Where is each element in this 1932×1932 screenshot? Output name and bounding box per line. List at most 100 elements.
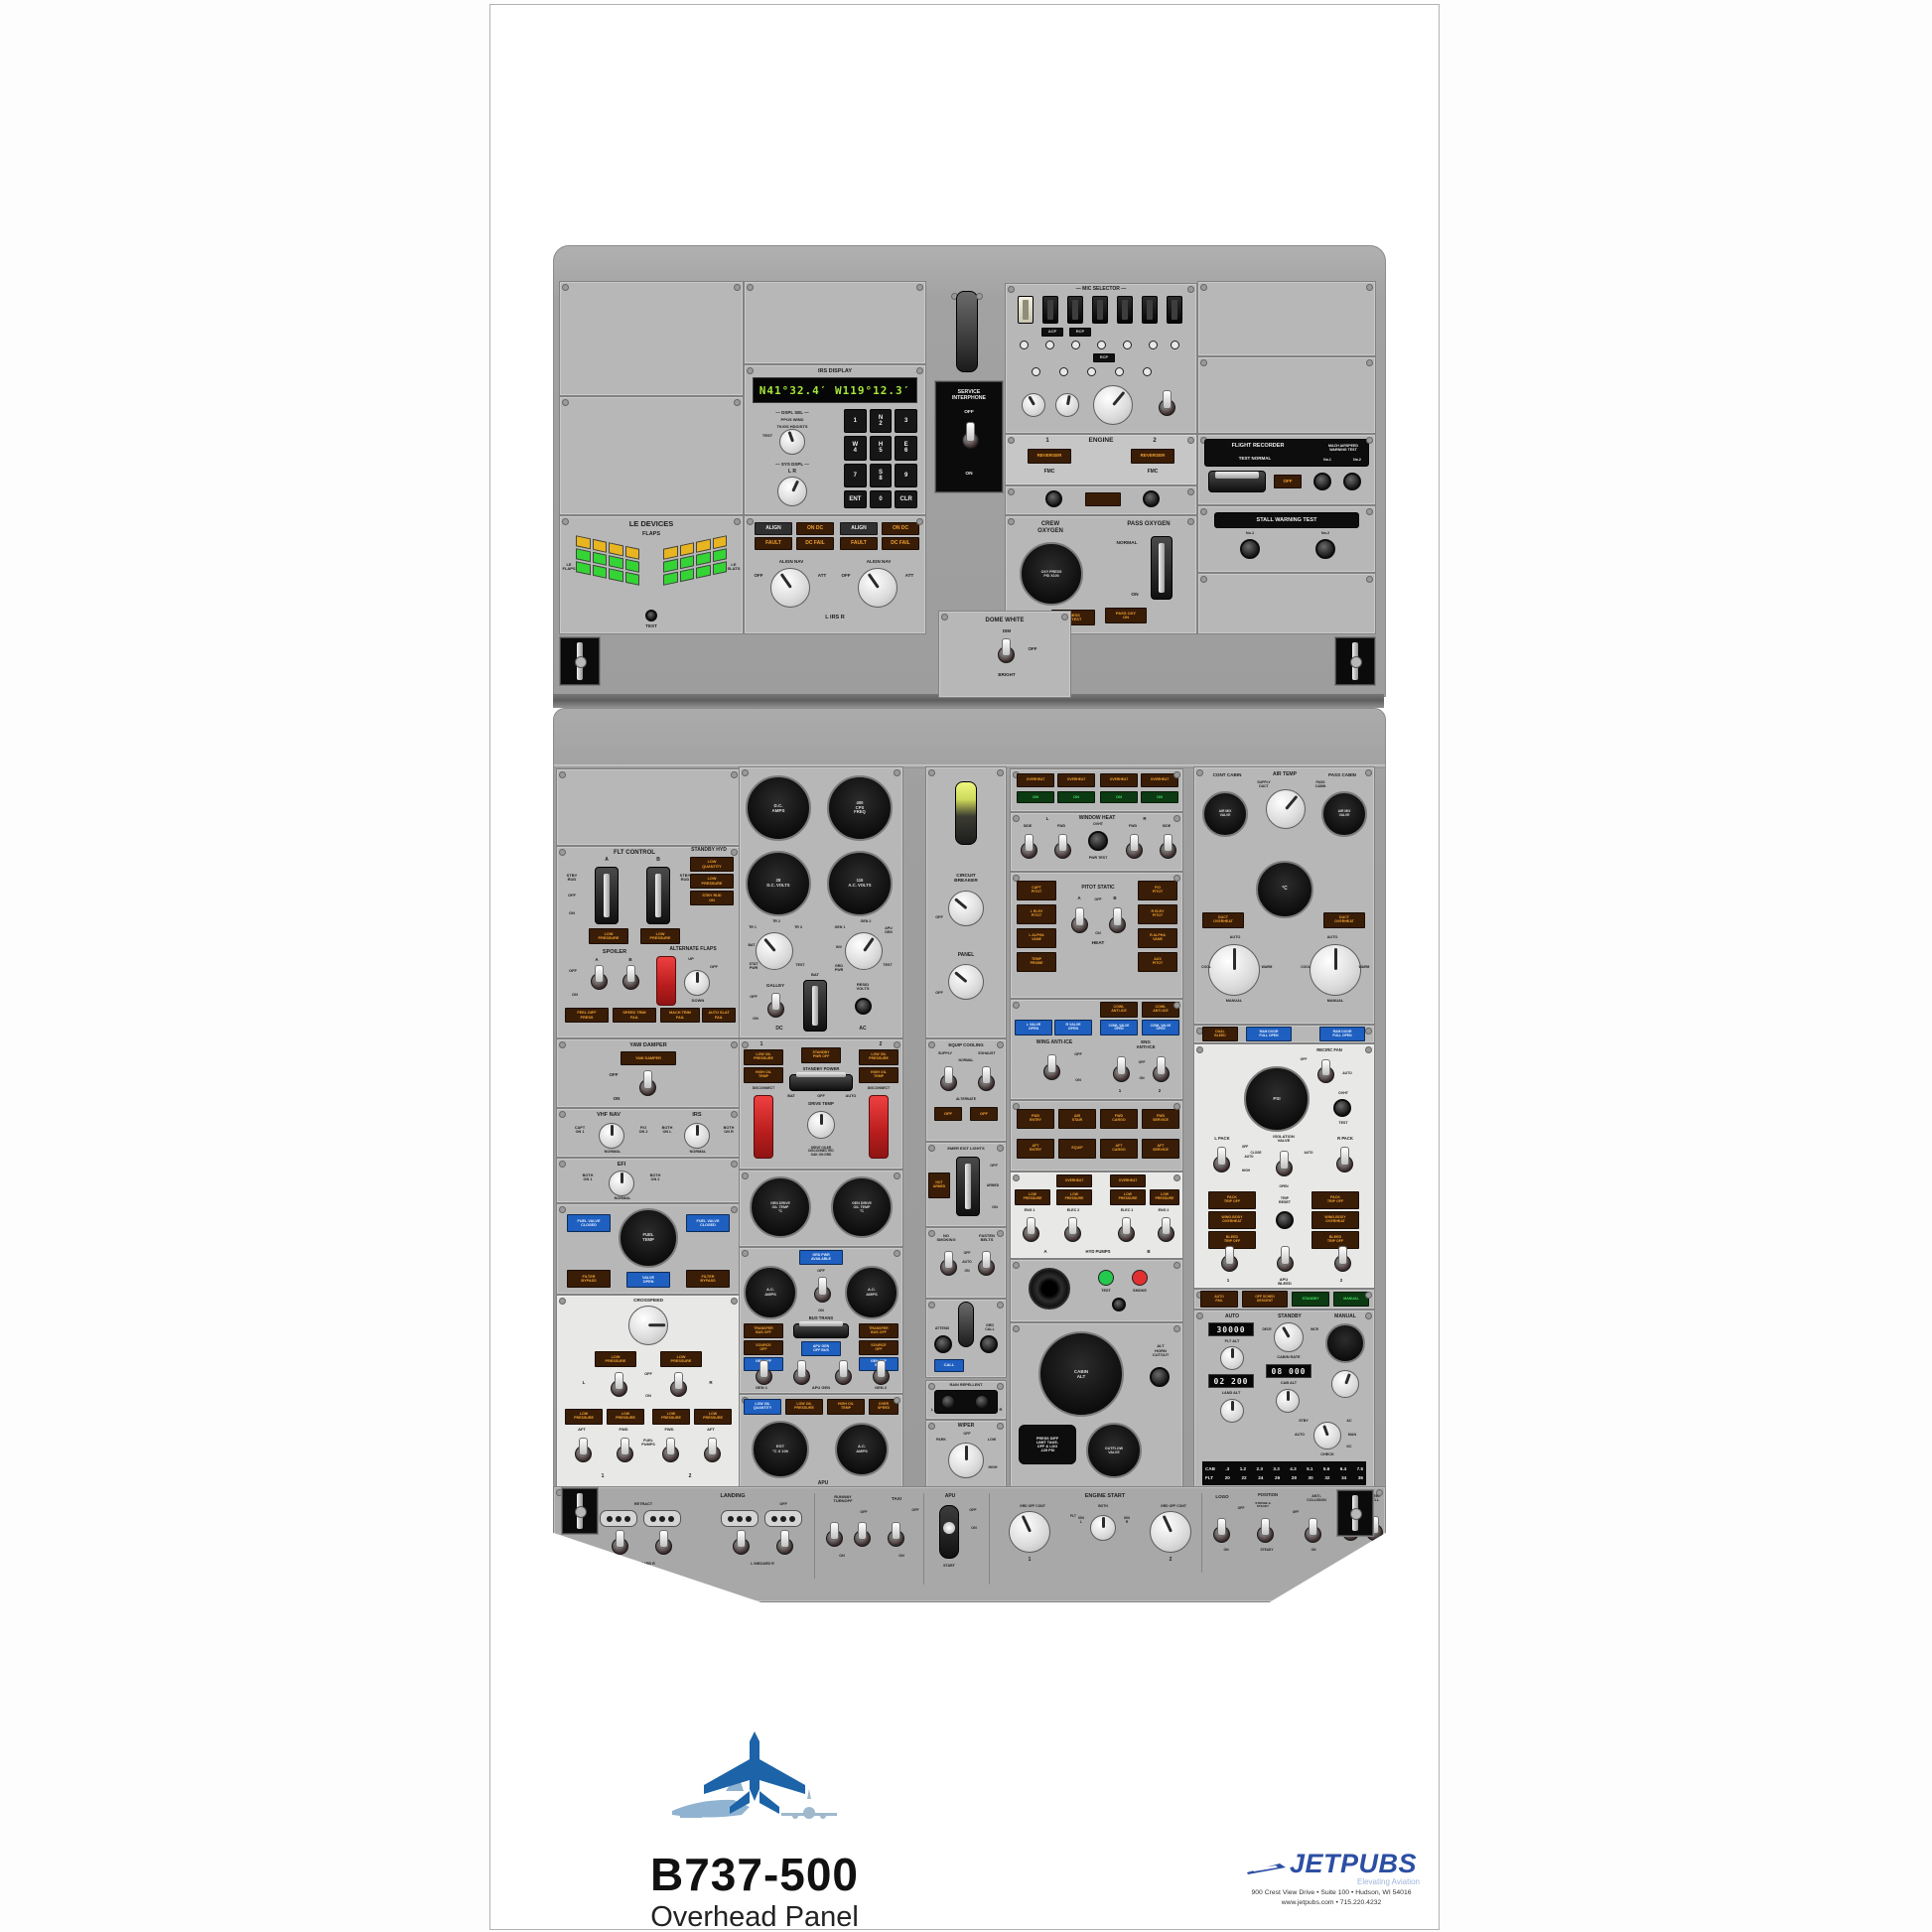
rain-repellent-right-button[interactable] [974, 1394, 990, 1410]
quarter-turn-latch[interactable] [1343, 639, 1367, 683]
elec-2-hyd-pump-switch[interactable] [1062, 1216, 1081, 1246]
dome-light-lever[interactable] [955, 781, 977, 845]
le-devices-test-button[interactable] [645, 610, 657, 621]
engine-2-start-switch[interactable] [1150, 1511, 1191, 1553]
left-pack-switch[interactable] [1210, 1146, 1230, 1177]
rain-repellent-left-button[interactable] [940, 1394, 956, 1410]
quarter-turn-latch[interactable] [1343, 1492, 1367, 1534]
no-smoking-switch[interactable] [938, 1250, 957, 1280]
r-inbd-landing-switch[interactable] [774, 1529, 793, 1559]
stall-warning-test-2-button[interactable] [1315, 539, 1335, 559]
isolation-valve-switch[interactable] [1272, 1150, 1294, 1181]
ctr-left-fuel-pump-switch[interactable] [609, 1371, 627, 1401]
pressurization-mode-selector[interactable] [1313, 1422, 1341, 1449]
apu-gen-1-switch[interactable] [791, 1359, 810, 1389]
alternate-flaps-arm-switch[interactable] [656, 956, 676, 1006]
keypad-key[interactable]: H 5 [869, 436, 893, 461]
speaker-switch[interactable] [1157, 389, 1175, 421]
trip-reset-button[interactable] [1276, 1211, 1294, 1229]
equip-cooling-exhaust-switch[interactable] [976, 1065, 995, 1095]
dspl-sel-knob[interactable] [779, 429, 805, 455]
drive-1-disconnect-switch[interactable] [754, 1095, 773, 1159]
grd-pwr-switch[interactable] [811, 1276, 831, 1308]
spoiler-b-switch[interactable] [621, 964, 639, 994]
mic-selector-key-5[interactable] [1117, 296, 1133, 324]
quarter-turn-latch[interactable] [568, 1490, 592, 1532]
irs-left-mode-knob[interactable] [770, 568, 810, 608]
flt-control-a-switch[interactable] [595, 867, 619, 924]
bleed-1-switch[interactable] [1218, 1245, 1238, 1277]
ctr-right-fuel-pump-switch[interactable] [668, 1371, 687, 1401]
anti-collision-light-switch[interactable] [1303, 1517, 1321, 1547]
attend-call-button[interactable] [934, 1335, 952, 1353]
flt-alt-knob[interactable] [1220, 1346, 1244, 1370]
equip-cooling-supply-switch[interactable] [938, 1065, 957, 1095]
l-outbd-landing-switch[interactable] [610, 1529, 628, 1559]
mic-selector-key-3[interactable] [1067, 296, 1083, 324]
mic-selector-key-7[interactable] [1167, 296, 1182, 324]
window-heat-l-fwd-switch[interactable] [1052, 833, 1071, 863]
dc-meters-selector[interactable] [756, 932, 793, 970]
eng-2-anti-ice-switch[interactable] [1150, 1055, 1170, 1087]
pitot-static-b-switch[interactable] [1106, 906, 1126, 938]
pitot-static-a-switch[interactable] [1068, 906, 1088, 938]
window-heat-ovht-test-button[interactable] [1088, 831, 1108, 851]
keypad-key[interactable]: 0 [869, 489, 893, 508]
flt-control-b-switch[interactable] [646, 867, 670, 924]
pass-oxygen-switch[interactable] [1151, 536, 1173, 600]
ignition-select-switch[interactable] [1090, 1515, 1116, 1541]
keypad-key[interactable]: N 2 [869, 409, 893, 434]
mic-stowage-handle[interactable] [956, 291, 978, 372]
pass-cabin-temp-selector[interactable] [1310, 944, 1361, 996]
mic-selector-key-6[interactable] [1142, 296, 1158, 324]
recirc-fan-switch[interactable] [1315, 1058, 1334, 1086]
eng-1-anti-ice-switch[interactable] [1110, 1055, 1130, 1087]
grd-call-button[interactable] [980, 1335, 998, 1353]
air-temp-source-selector[interactable] [1266, 789, 1306, 829]
wiper-selector[interactable] [948, 1443, 984, 1478]
tank1-aft-pump-switch[interactable] [573, 1437, 592, 1466]
keypad-key[interactable]: 9 [895, 463, 917, 487]
eng-2-hyd-pump-switch[interactable] [1156, 1216, 1174, 1246]
cabin-rate-knob[interactable] [1274, 1322, 1304, 1352]
cab-alt-knob[interactable] [1276, 1389, 1300, 1413]
keypad-key[interactable]: CLR [895, 489, 917, 508]
audio-volume-1-knob[interactable] [1022, 393, 1045, 417]
standby-power-switch[interactable] [789, 1071, 853, 1091]
manual-valve-knob[interactable] [1331, 1370, 1359, 1398]
spoiler-a-switch[interactable] [589, 964, 608, 994]
keypad-key[interactable]: W 4 [844, 436, 867, 461]
drive-2-disconnect-switch[interactable] [869, 1095, 889, 1159]
fmc-1-light[interactable] [1045, 490, 1062, 507]
mach-warning-test-2-button[interactable] [1343, 473, 1361, 490]
resid-volts-button[interactable] [855, 998, 872, 1015]
audio-selector-knob[interactable] [1093, 385, 1133, 425]
eng-1-hyd-pump-switch[interactable] [1021, 1216, 1039, 1246]
mach-warning-test-1-button[interactable] [1313, 473, 1331, 490]
keypad-key[interactable]: 7 [844, 463, 867, 487]
panel-light-knob[interactable] [948, 964, 984, 1000]
fasten-belts-switch[interactable] [976, 1250, 995, 1280]
mic-selector-key-2[interactable] [1042, 296, 1058, 324]
quarter-turn-latch[interactable] [568, 639, 592, 683]
window-heat-r-fwd-switch[interactable] [1124, 833, 1143, 863]
bus-trans-switch[interactable] [793, 1321, 849, 1338]
window-heat-r-side-switch[interactable] [1158, 833, 1176, 863]
wing-anti-ice-switch[interactable] [1040, 1053, 1060, 1085]
audio-volume-2-knob[interactable] [1055, 393, 1079, 417]
gen-2-switch[interactable] [871, 1359, 890, 1389]
keypad-key[interactable]: 3 [895, 409, 917, 434]
l-inbd-landing-switch[interactable] [731, 1529, 750, 1559]
apu-switch[interactable] [939, 1505, 959, 1559]
mic-selector-key-1[interactable] [1018, 296, 1034, 324]
keypad-key[interactable]: 1 [844, 409, 867, 434]
circuit-breaker-light-knob[interactable] [948, 891, 984, 926]
irs-source-knob[interactable] [684, 1123, 710, 1149]
engine-1-start-switch[interactable] [1009, 1511, 1050, 1553]
land-alt-knob[interactable] [1220, 1399, 1244, 1423]
efi-source-knob[interactable] [609, 1171, 634, 1196]
alt-horn-cutout-button[interactable] [1150, 1367, 1170, 1387]
logo-light-switch[interactable] [1211, 1517, 1230, 1547]
sys-dspl-knob[interactable] [777, 477, 807, 506]
